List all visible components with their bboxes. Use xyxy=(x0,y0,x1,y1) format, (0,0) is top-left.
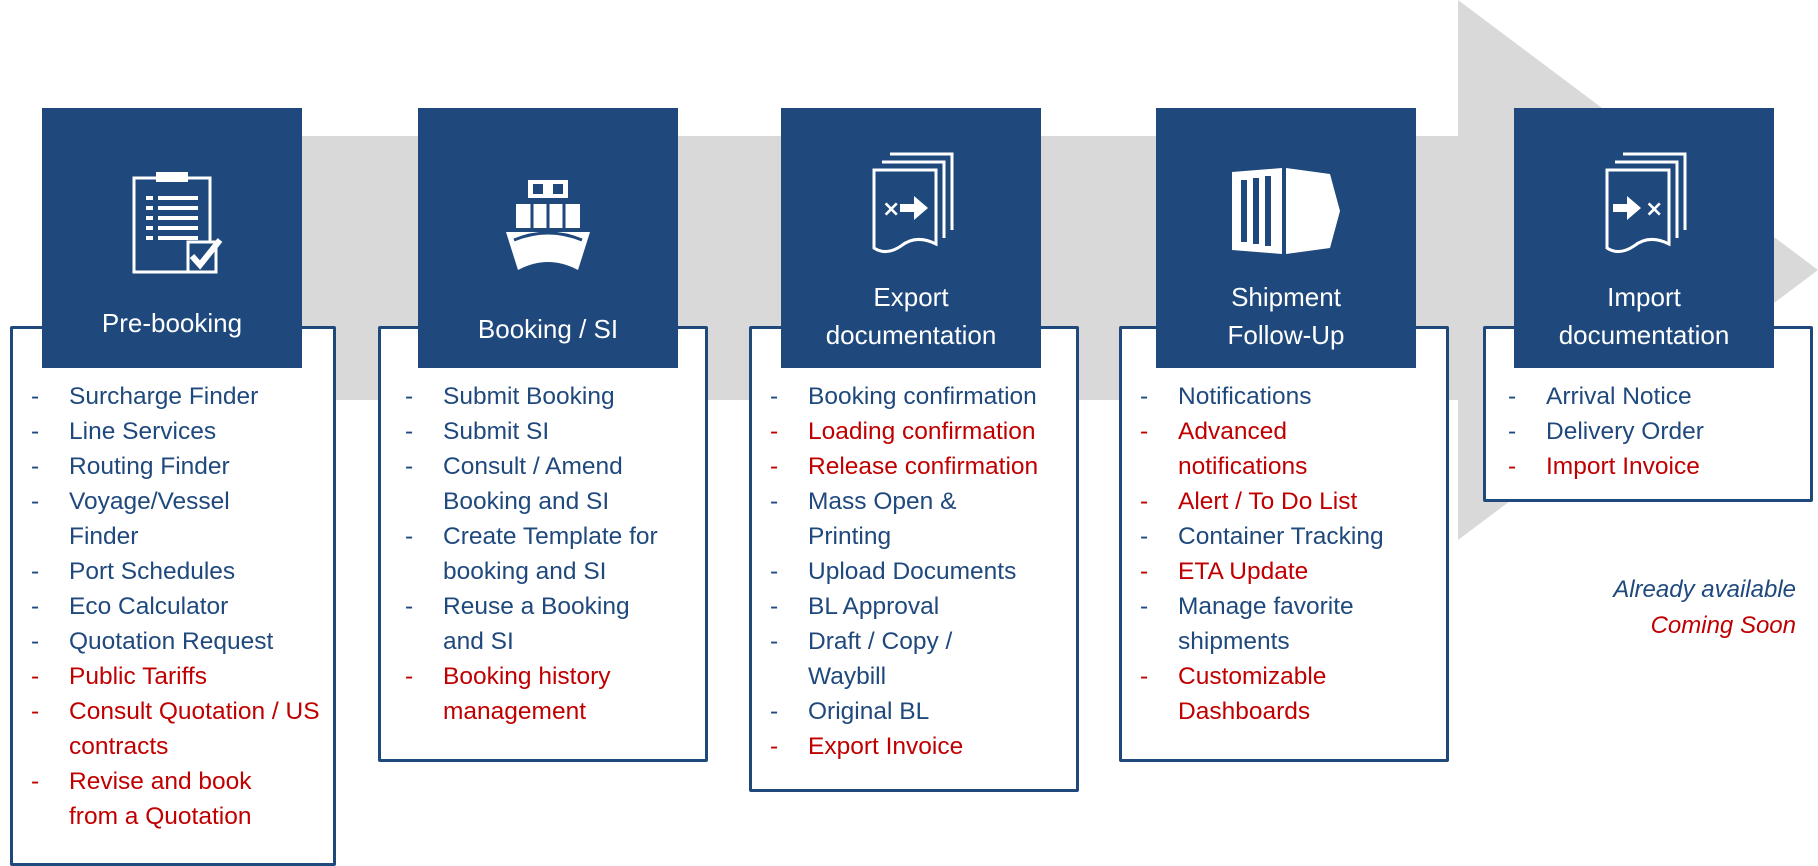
list-item: -BL Approval xyxy=(770,593,940,620)
list-item: -Loading confirmation xyxy=(770,418,1036,445)
list-item: -Reuse a Booking and SI xyxy=(405,593,630,655)
svg-text:×: × xyxy=(1645,197,1663,222)
legend-coming-soon: Coming Soon xyxy=(1650,612,1796,639)
stage-header-booking-si: Booking / SI xyxy=(418,108,678,368)
list-item: -Consult Quotation / US contracts xyxy=(31,698,320,760)
list-item: -Arrival Notice xyxy=(1508,383,1692,410)
stage-icon-wrap: × xyxy=(781,150,1041,270)
stage-header-shipment-follow-up: Shipment Follow-Up xyxy=(1156,108,1416,368)
stage-title: Shipment Follow-Up xyxy=(1227,282,1345,350)
stage-card-booking-si: -Submit Booking -Submit SI -Consult / Am… xyxy=(378,326,708,762)
list-item: -Submit SI xyxy=(405,418,550,445)
list-item: -Notifications xyxy=(1140,383,1312,410)
list-item: -Submit Booking xyxy=(405,383,615,410)
list-item: -Delivery Order xyxy=(1508,418,1704,445)
stage-title: Export documentation xyxy=(825,282,997,350)
list-item: -Booking confirmation xyxy=(770,383,1037,410)
stage-icon-wrap xyxy=(42,170,302,290)
list-item: -Customizable Dashboards xyxy=(1140,663,1327,725)
process-arrow-shape xyxy=(300,0,1818,540)
list-item: -Export Invoice xyxy=(770,733,964,760)
ship-icon xyxy=(506,180,590,270)
list-item: -Release confirmation xyxy=(770,453,1039,480)
list-item: -Consult / Amend Booking and SI xyxy=(405,453,623,515)
list-item: -Revise and book from a Quotation xyxy=(31,768,252,830)
legend-available: Already available xyxy=(1613,576,1796,603)
stage-header-pre-booking: Pre-booking xyxy=(42,108,302,368)
legend: Already available Coming Soon xyxy=(1613,572,1796,644)
list-item: -Voyage/Vessel Finder xyxy=(31,488,230,550)
container-icon xyxy=(1232,168,1340,254)
stage-title: Booking / SI xyxy=(477,314,619,344)
import-documents-icon: × xyxy=(1605,152,1687,253)
list-item: -Quotation Request xyxy=(31,628,274,655)
stage-items-export-documentation: -Booking confirmation -Loading confirmat… xyxy=(770,379,1080,764)
list-item: -Advanced notifications xyxy=(1140,418,1308,480)
list-item: -Eco Calculator xyxy=(31,593,229,620)
list-item: -Container Tracking xyxy=(1140,523,1384,550)
list-item: -Mass Open & Printing xyxy=(770,488,957,550)
list-item: -Surcharge Finder xyxy=(31,383,259,410)
list-item: -Alert / To Do List xyxy=(1140,488,1358,515)
stage-items-booking-si: -Submit Booking -Submit SI -Consult / Am… xyxy=(405,379,705,729)
stage-header-import-documentation: × Import documentation xyxy=(1514,108,1774,368)
stage-icon-wrap: × xyxy=(1514,150,1774,270)
list-item: -Port Schedules xyxy=(31,558,236,585)
stage-items-pre-booking: -Surcharge Finder -Line Services -Routin… xyxy=(31,379,331,834)
list-item: -Import Invoice xyxy=(1508,453,1700,480)
stage-header-export-documentation: × Export documentation xyxy=(781,108,1041,368)
stage-card-shipment-follow-up: -Notifications -Advanced notifications -… xyxy=(1119,326,1449,762)
stage-icon-wrap xyxy=(418,178,678,298)
stage-items-import-documentation: -Arrival Notice -Delivery Order -Import … xyxy=(1508,379,1808,484)
clipboard-check-icon xyxy=(132,172,223,274)
list-item: -Routing Finder xyxy=(31,453,230,480)
list-item: -Create Template for booking and SI xyxy=(405,523,658,585)
export-documents-icon: × xyxy=(872,152,954,253)
stage-title: Import documentation xyxy=(1558,282,1730,350)
stage-card-export-documentation: -Booking confirmation -Loading confirmat… xyxy=(749,326,1079,792)
list-item: -Booking history management xyxy=(405,663,611,725)
stage-items-shipment-follow-up: -Notifications -Advanced notifications -… xyxy=(1140,379,1450,729)
list-item: -ETA Update xyxy=(1140,558,1309,585)
list-item: -Manage favorite shipments xyxy=(1140,593,1354,655)
list-item: -Original BL xyxy=(770,698,930,725)
stage-card-pre-booking: -Surcharge Finder -Line Services -Routin… xyxy=(10,326,336,866)
stage-title: Pre-booking xyxy=(101,308,243,338)
list-item: -Draft / Copy / Waybill xyxy=(770,628,953,690)
list-item: -Line Services xyxy=(31,418,217,445)
svg-text:×: × xyxy=(882,197,900,222)
list-item: -Public Tariffs xyxy=(31,663,207,690)
stage-icon-wrap xyxy=(1156,166,1416,286)
list-item: -Upload Documents xyxy=(770,558,1017,585)
